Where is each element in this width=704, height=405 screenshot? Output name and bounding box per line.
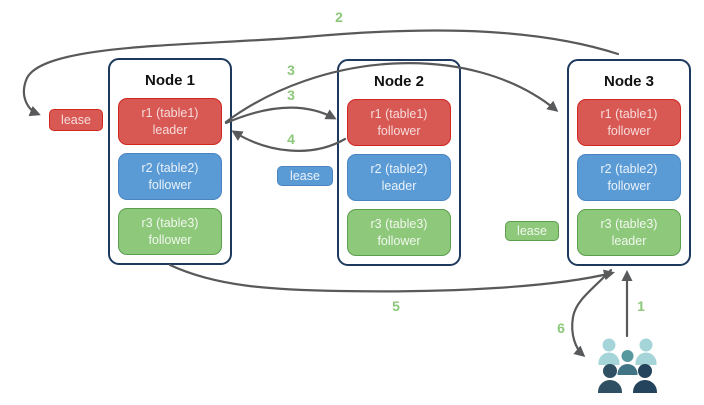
person-back-right-icon <box>635 352 657 365</box>
replica-role: leader <box>152 122 188 137</box>
person-back-left-icon <box>598 352 620 365</box>
replica-name: r2 (table2) <box>141 161 199 175</box>
person-front-left-icon <box>603 364 617 378</box>
replica-role: follower <box>148 232 192 247</box>
arrow-step-3-to-node2 <box>224 106 337 125</box>
replica-role: follower <box>377 233 421 248</box>
step-label-5: 5 <box>392 298 400 314</box>
person-front-left-icon <box>598 380 622 393</box>
step-label-4: 4 <box>287 131 295 147</box>
replica-name: r3 (table3) <box>141 216 199 230</box>
replica-role: follower <box>377 123 421 138</box>
lease-badge-r1: lease <box>49 109 103 131</box>
lease-badge-r3: lease <box>505 221 559 241</box>
lease-badge-r2: lease <box>277 166 333 186</box>
person-center-icon <box>617 364 638 375</box>
person-back-left-icon <box>602 338 616 352</box>
person-center-icon <box>621 350 634 362</box>
node3-replica-r2-table2: r2 (table2) follower <box>577 154 681 201</box>
replica-name: r3 (table3) <box>370 217 428 231</box>
node2-replica-r1-table1: r1 (table1) follower <box>347 99 451 146</box>
node1-replica-r1-table1: r1 (table1) leader <box>118 98 222 145</box>
replica-role: follower <box>607 178 651 193</box>
replica-name: r1 (table1) <box>141 106 199 120</box>
replica-name: r3 (table3) <box>600 217 658 231</box>
node3-replica-r3-table3: r3 (table3) leader <box>577 209 681 256</box>
node1-replica-r3-table3: r3 (table3) follower <box>118 208 222 255</box>
step-label-6: 6 <box>557 320 565 336</box>
replica-role: leader <box>381 178 417 193</box>
node2-replica-r3-table3: r3 (table3) follower <box>347 209 451 256</box>
step-label-3-lower: 3 <box>287 87 295 103</box>
node1-replica-r2-table2: r2 (table2) follower <box>118 153 222 200</box>
users-group-icon <box>598 338 657 393</box>
node-3-box: Node 3 r1 (table1) follower r2 (table2) … <box>567 59 691 266</box>
replica-role: follower <box>607 123 651 138</box>
node-1-box: Node 1 r1 (table1) leader r2 (table2) fo… <box>108 58 232 265</box>
replica-name: r2 (table2) <box>600 162 658 176</box>
node-2-title: Node 2 <box>373 73 424 90</box>
arrow-step-6 <box>571 268 613 357</box>
person-front-right-icon <box>633 380 657 393</box>
replica-name: r1 (table1) <box>370 107 428 121</box>
step-label-3-upper: 3 <box>287 62 295 78</box>
arrow-step-5 <box>168 263 615 293</box>
replica-name: r2 (table2) <box>370 162 428 176</box>
node-1-title: Node 1 <box>144 72 195 89</box>
node3-replica-r1-table1: r1 (table1) follower <box>577 99 681 146</box>
replica-name: r1 (table1) <box>600 107 658 121</box>
replica-role: leader <box>611 233 647 248</box>
node-3-title: Node 3 <box>603 73 654 90</box>
node-2-box: Node 2 r1 (table1) follower r2 (table2) … <box>337 59 461 266</box>
step-label-2: 2 <box>335 9 343 25</box>
node2-replica-r2-table2: r2 (table2) leader <box>347 154 451 201</box>
person-front-right-icon <box>638 364 652 378</box>
person-back-right-icon <box>639 338 653 352</box>
step-label-1: 1 <box>637 298 645 314</box>
replica-role: follower <box>148 177 192 192</box>
